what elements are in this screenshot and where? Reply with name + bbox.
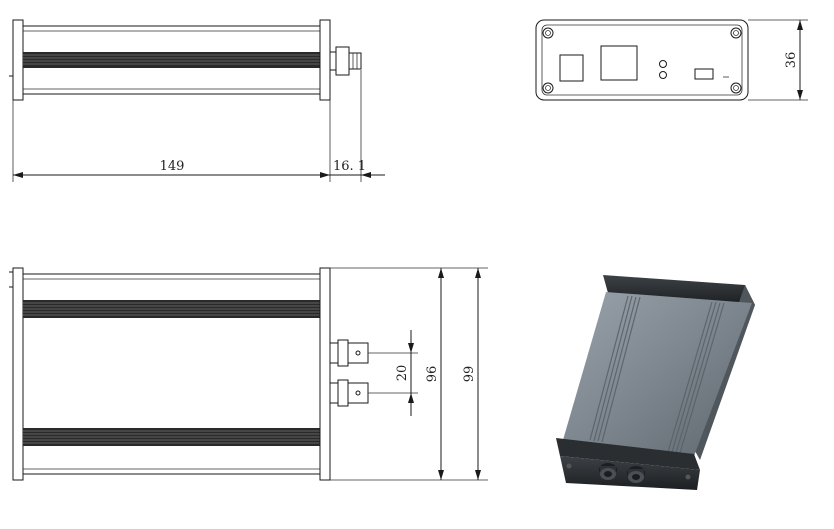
top-view-grooves-upper <box>23 300 320 318</box>
dimension-outer-width-label: 99 <box>462 366 477 383</box>
top-view-connector-upper <box>329 339 369 367</box>
front-panel-view: 36 <box>535 19 808 101</box>
dimension-length-label: 149 <box>160 159 185 174</box>
front-panel-outline <box>535 19 749 101</box>
front-panel-port-large <box>600 45 638 81</box>
product-render <box>556 275 755 490</box>
side-view: 149 16. 1 <box>9 19 385 182</box>
side-view-right-cap <box>319 19 331 101</box>
product-render-connector-left <box>599 463 617 480</box>
dimension-connector-label: 16. 1 <box>333 159 366 174</box>
product-render-connector-right <box>627 466 645 483</box>
top-view-right-cap <box>319 267 331 481</box>
dimension-spacing-label: 20 <box>395 365 410 382</box>
front-panel-led-top <box>659 60 667 68</box>
top-view-grooves-lower <box>23 428 320 446</box>
side-view-left-cap <box>12 19 24 101</box>
dimension-inner-width-label: 96 <box>425 366 440 383</box>
side-view-connector <box>329 46 362 76</box>
top-view-connector-lower <box>329 379 369 407</box>
front-panel-led-bottom <box>659 71 667 79</box>
top-view: 20 96 99 <box>9 267 488 481</box>
dimension-height-label: 36 <box>784 52 799 69</box>
front-panel-port-small <box>559 54 584 82</box>
product-render-grooves <box>589 295 725 454</box>
front-panel-usb-port <box>694 68 714 80</box>
front-panel-screws <box>542 27 742 94</box>
side-view-grooves <box>23 52 320 68</box>
top-view-left-cap <box>12 267 24 481</box>
